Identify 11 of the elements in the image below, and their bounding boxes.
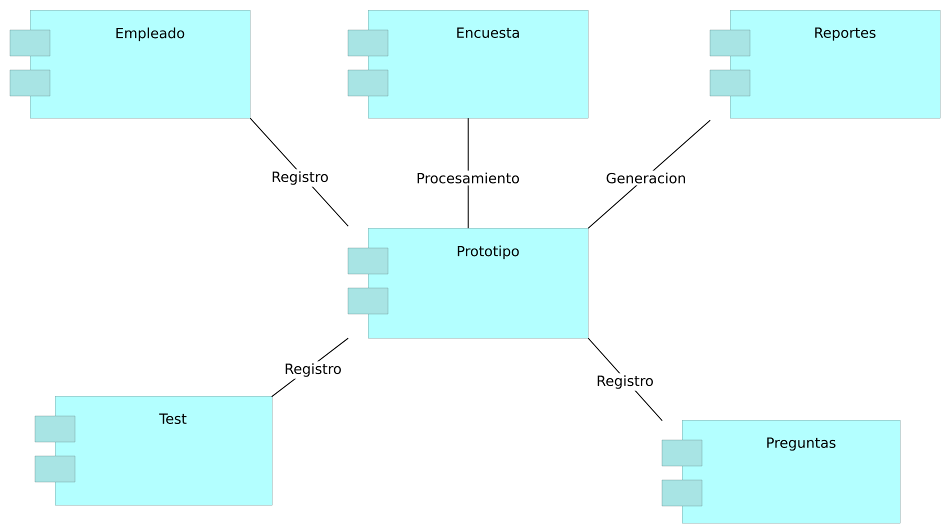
component-box: Prototipo	[348, 228, 588, 338]
edge-label: Procesamiento	[414, 170, 522, 186]
component-box: Encuesta	[348, 10, 588, 118]
component-box: Empleado	[10, 10, 250, 118]
edge-label: Generacion	[604, 170, 688, 186]
component-box: Test	[34, 396, 272, 506]
edge-label: Registro	[594, 373, 656, 391]
edge-label: Registro	[269, 169, 331, 187]
component-box: Preguntas	[662, 420, 900, 524]
edge-label: Registro	[282, 361, 344, 379]
component-box: Reportes	[710, 10, 940, 118]
